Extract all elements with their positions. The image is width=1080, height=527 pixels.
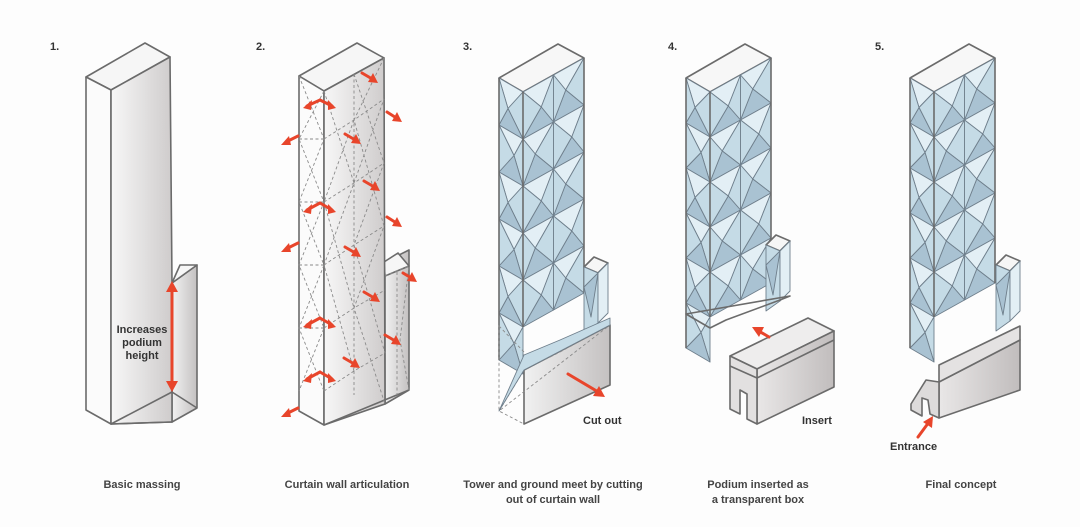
step-number-1: 1. [50, 41, 59, 53]
wing-facet [765, 250, 781, 296]
cut-face [498, 324, 525, 425]
final-podium [910, 325, 1021, 419]
glass-facet [740, 209, 760, 256]
caption-line: Tower and ground meet by cutting [463, 479, 643, 491]
caption-line: out of curtain wall [505, 494, 601, 506]
podium-height-arrow [166, 281, 178, 392]
cut-out-arrow [566, 372, 605, 397]
glass-facet [740, 74, 754, 121]
glass-facet [964, 74, 978, 121]
annotation-increases: Increases [117, 324, 168, 336]
step-number-4: 4. [668, 41, 677, 53]
massing-model-1 [85, 42, 198, 425]
glass-facet [740, 254, 754, 301]
annotation-entrance: Entrance [890, 441, 937, 453]
caption-step-2: Curtain wall articulation [247, 478, 447, 493]
glass-facet [553, 215, 573, 264]
glass-facet [553, 74, 567, 123]
caption-step-1: Basic massing [42, 478, 242, 493]
wing-facet [995, 270, 1011, 316]
annotation-cut-out: Cut out [583, 415, 622, 427]
cut-edge-glass [498, 317, 611, 412]
wing-facet [597, 262, 609, 324]
glass-facet [964, 119, 984, 166]
glass-facet [553, 121, 573, 170]
entrance-arrow [916, 416, 933, 439]
massing-model-3 [498, 43, 611, 425]
step-number-3: 3. [463, 41, 472, 53]
insert-arrow [752, 327, 771, 339]
wing-facet [1009, 260, 1021, 322]
cut-line [498, 324, 611, 412]
step-number-5: 5. [875, 41, 884, 53]
glass-facet [964, 254, 978, 301]
caption-line: Podium inserted as [707, 479, 809, 491]
tower-outline [498, 58, 585, 360]
tower-outline [909, 58, 996, 348]
articulation-arrows [281, 71, 417, 417]
massing-model-4 [685, 43, 791, 363]
glass-facet [964, 209, 984, 256]
glass-facet [740, 164, 754, 211]
glass-facet [553, 262, 567, 311]
caption-line: Final concept [925, 479, 997, 491]
glass-facet [964, 164, 978, 211]
caption-step-5: Final concept [861, 478, 1061, 493]
podium-cut-edge [685, 295, 791, 329]
wing-facet [779, 240, 791, 302]
glass-facet [740, 119, 760, 166]
caption-step-4: Podium inserted as a transparent box [658, 478, 858, 508]
annotation-podium: podium [122, 337, 162, 349]
annotation-height: height [126, 350, 159, 362]
podium-box [729, 317, 835, 425]
caption-step-3: Tower and ground meet by cutting out of … [453, 478, 653, 508]
massing-model-5 [909, 43, 1021, 363]
caption-line: Basic massing [103, 479, 181, 491]
glass-facet [553, 168, 567, 217]
massing-model-2 [298, 42, 410, 426]
wing-facet [583, 272, 599, 318]
annotation-insert: Insert [802, 415, 832, 427]
step-number-2: 2. [256, 41, 265, 53]
caption-line: a transparent box [711, 494, 805, 506]
caption-line: Curtain wall articulation [284, 479, 410, 491]
